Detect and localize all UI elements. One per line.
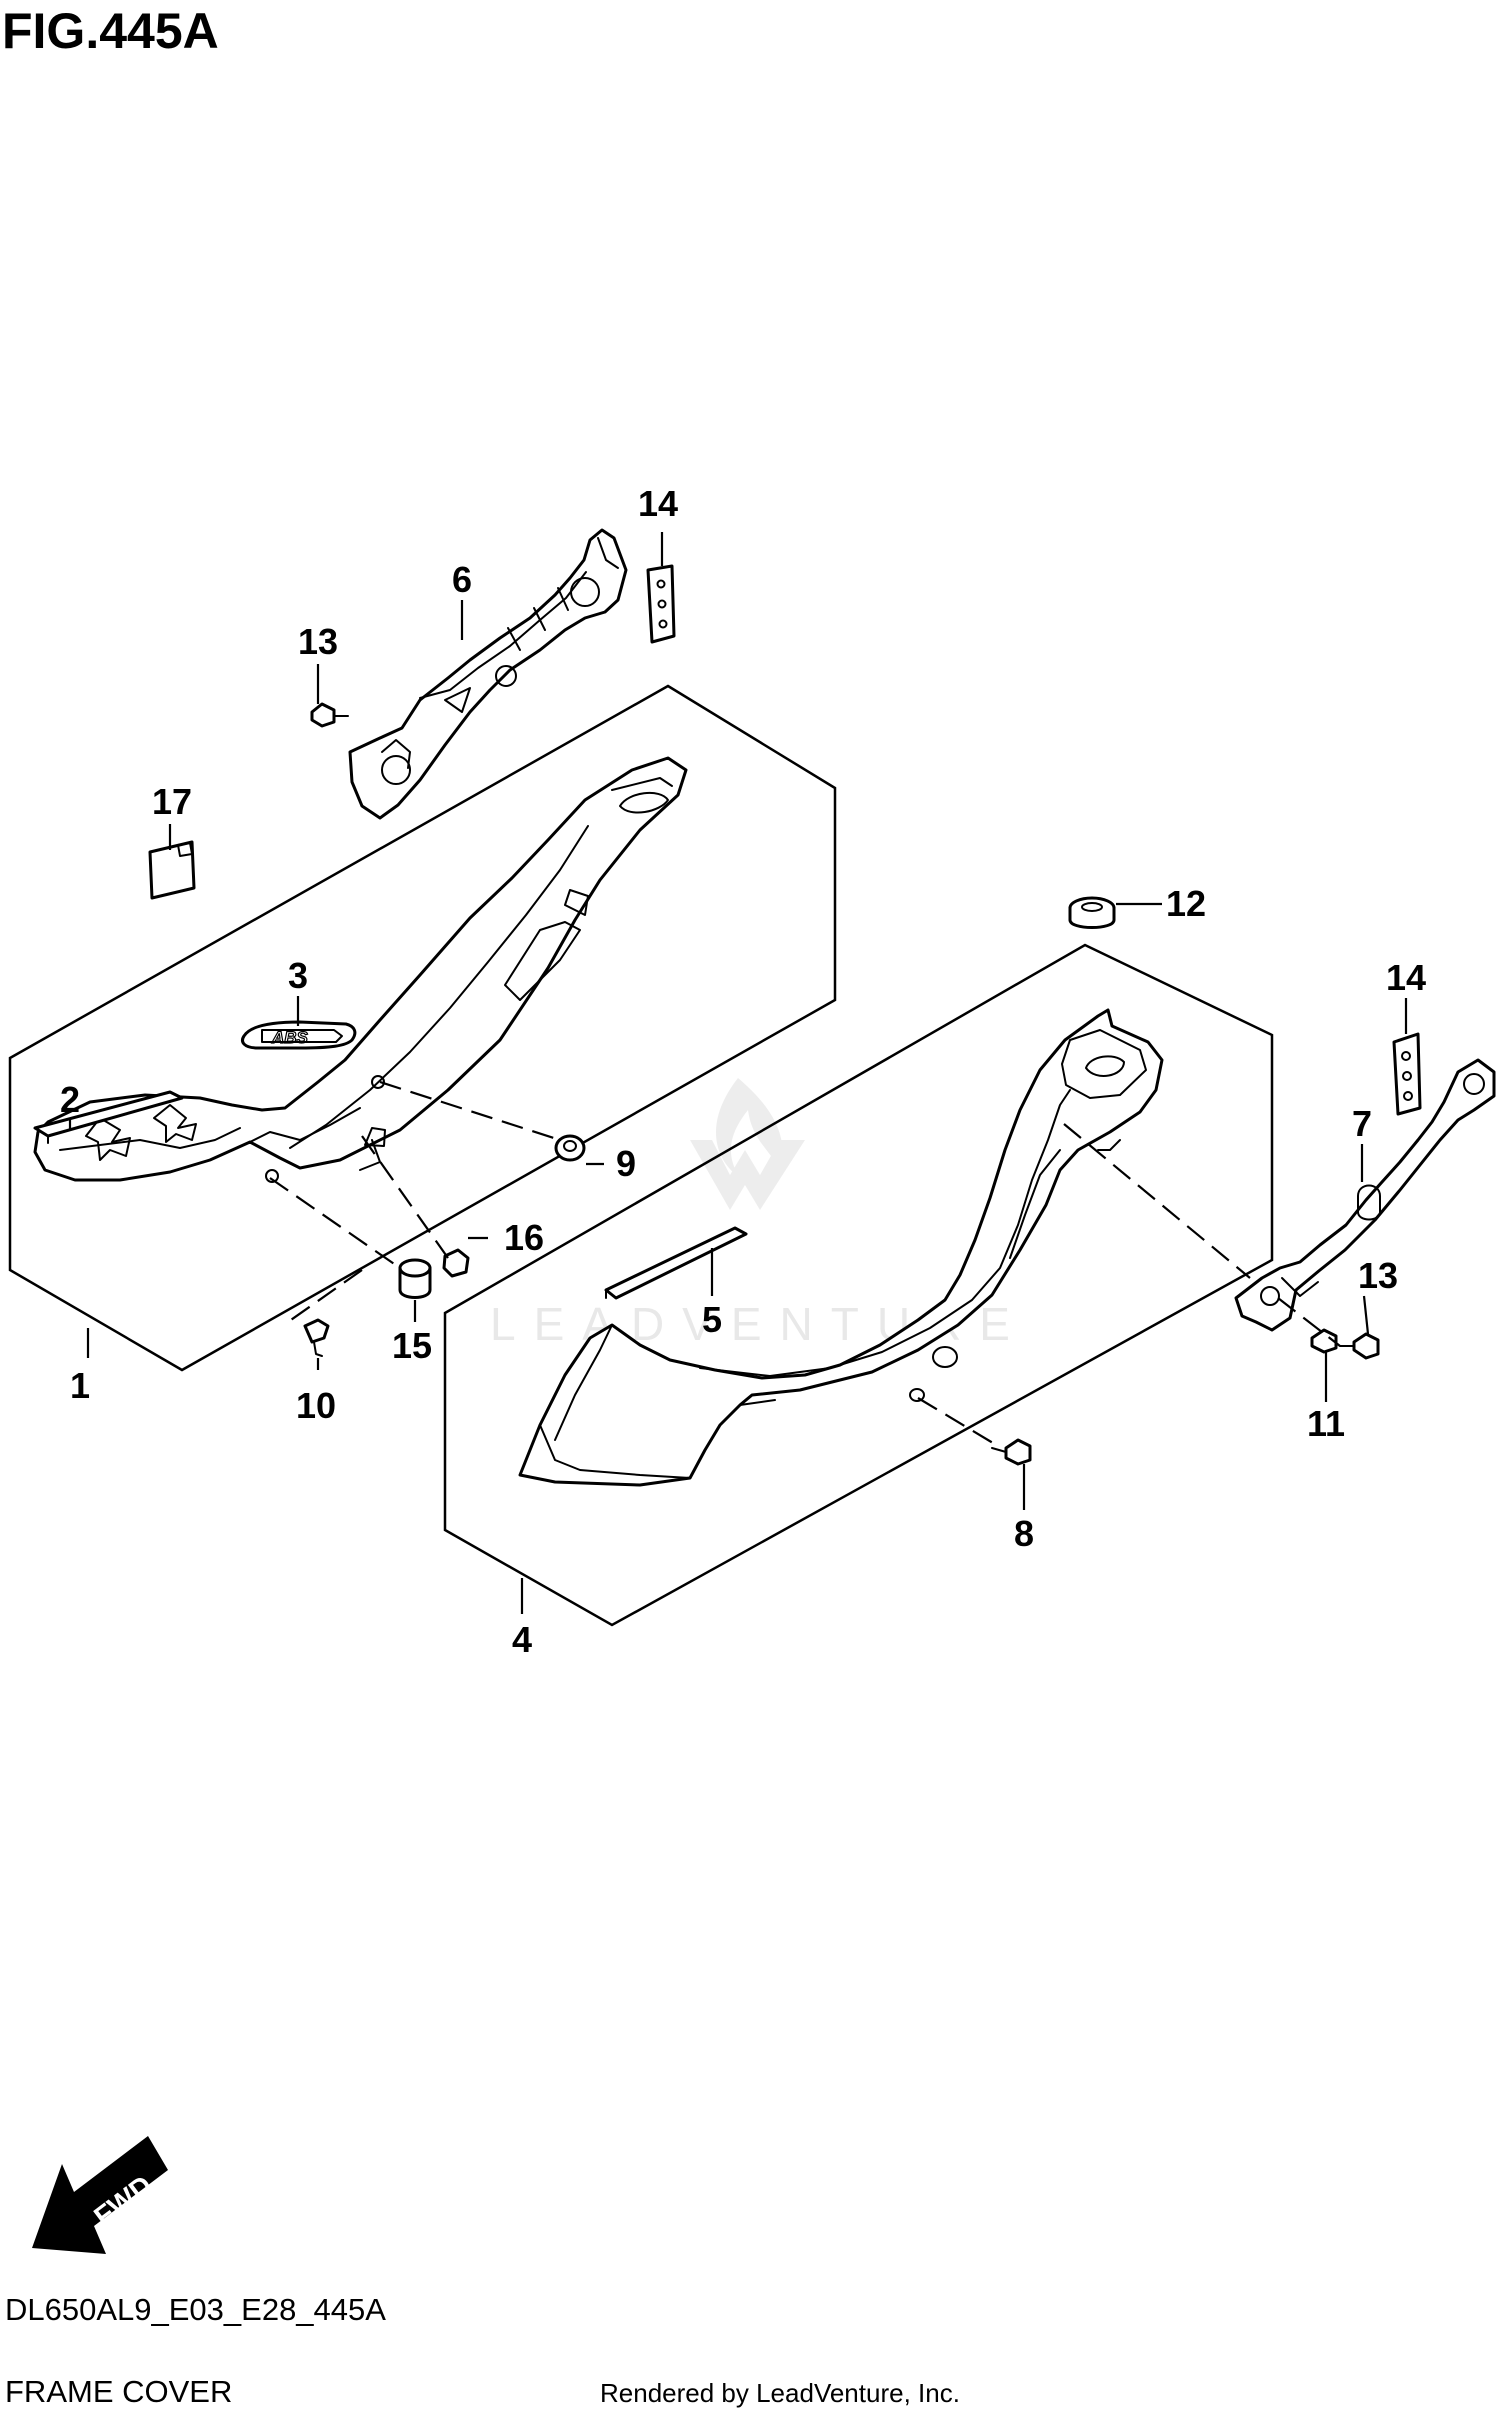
screw-8 bbox=[991, 1438, 1032, 1466]
abs-emblem: ABS bbox=[241, 1020, 357, 1050]
callout-16: 16 bbox=[504, 1217, 544, 1258]
bracket-6 bbox=[348, 528, 628, 820]
section-name: FRAME COVER bbox=[5, 2374, 232, 2409]
assembly-box-4 bbox=[443, 943, 1274, 1627]
callout-3: 3 bbox=[288, 955, 308, 996]
callout-10: 10 bbox=[296, 1385, 336, 1426]
callout-12: 12 bbox=[1166, 883, 1206, 924]
bracket-7 bbox=[1234, 1058, 1496, 1332]
callout-7: 7 bbox=[1352, 1103, 1372, 1144]
callout-17: 17 bbox=[152, 781, 192, 822]
spacer-15 bbox=[398, 1258, 432, 1299]
part-2-strip bbox=[33, 1090, 184, 1144]
nut-16 bbox=[442, 1248, 470, 1278]
callout-13-top: 13 bbox=[298, 621, 338, 662]
model-code: DL650AL9_E03_E28_445A bbox=[5, 2292, 386, 2327]
grommet-12 bbox=[1068, 896, 1116, 929]
screw-11 bbox=[1310, 1328, 1338, 1354]
figure-title: FIG.445A bbox=[2, 3, 219, 59]
part-5-strip bbox=[604, 1226, 748, 1300]
fwd-arrow-icon: FWD bbox=[32, 2136, 168, 2254]
assembly-lines bbox=[269, 1080, 1341, 1447]
callout-2: 2 bbox=[60, 1079, 80, 1120]
screw-13-right bbox=[1339, 1332, 1380, 1360]
callout-6: 6 bbox=[452, 559, 472, 600]
callout-15: 15 bbox=[392, 1325, 432, 1366]
callout-4: 4 bbox=[512, 1619, 532, 1660]
callout-8: 8 bbox=[1014, 1513, 1034, 1554]
frame-cover-left bbox=[33, 756, 688, 1183]
part-17-label bbox=[148, 840, 196, 900]
assembly-box-1 bbox=[8, 684, 837, 1372]
callout-14-top: 14 bbox=[638, 483, 678, 524]
callout-leaders bbox=[68, 532, 1408, 1614]
part-14-right bbox=[1392, 1032, 1422, 1116]
abs-emblem-text: ABS bbox=[271, 1028, 309, 1047]
screw-13-top bbox=[310, 702, 349, 728]
frame-cover-right bbox=[518, 1008, 1164, 1487]
credit-text: Rendered by LeadVenture, Inc. bbox=[600, 2378, 960, 2408]
callout-14-right: 14 bbox=[1386, 957, 1426, 998]
callout-1: 1 bbox=[70, 1365, 90, 1406]
callout-11: 11 bbox=[1307, 1403, 1345, 1444]
callout-5: 5 bbox=[702, 1299, 722, 1340]
clip-10 bbox=[303, 1318, 330, 1357]
callout-numbers: 1 2 3 4 5 6 7 8 9 10 11 12 13 13 14 14 1… bbox=[60, 483, 1426, 1660]
callout-9: 9 bbox=[616, 1143, 636, 1184]
grommet-9 bbox=[554, 1134, 586, 1162]
callout-13-right: 13 bbox=[1358, 1255, 1398, 1296]
part-14-top bbox=[646, 564, 676, 644]
